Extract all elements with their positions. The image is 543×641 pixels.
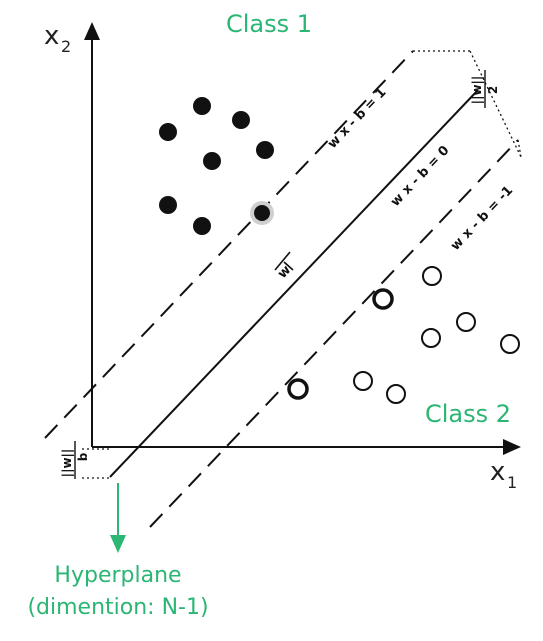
class1-point	[159, 123, 177, 141]
class2-support-vector	[287, 378, 309, 400]
margin-dotted-bottom	[517, 139, 522, 158]
class1-points	[159, 97, 274, 235]
margin-fraction-numerator: 2	[486, 86, 500, 94]
class1-point	[193, 97, 211, 115]
hyperplane-equation: w x - b = 0	[388, 143, 452, 210]
x-axis-label: x	[490, 457, 505, 487]
offset-fraction-denominator: ||w||	[60, 449, 74, 478]
class2-point	[421, 328, 441, 348]
upper-margin-line	[44, 50, 414, 439]
class1-support-vector	[254, 205, 270, 221]
class2-label: Class 2	[425, 400, 511, 428]
margin-fraction-denominator: ||w||	[470, 76, 484, 105]
hyperplane-caption-line1: Hyperplane	[54, 563, 181, 588]
class2-point	[500, 334, 520, 354]
lower-margin-line	[149, 139, 519, 528]
class1-point	[203, 152, 221, 170]
y-axis-label: x	[44, 21, 59, 51]
upper-margin-equation: w x - b = 1	[325, 85, 389, 152]
hyperplane-line	[109, 89, 479, 478]
class2-point	[386, 384, 406, 404]
class1-label: Class 1	[226, 10, 312, 38]
class2-support-vector	[372, 288, 394, 310]
margin-fraction: 2 ||w||	[470, 70, 500, 108]
class1-point	[232, 111, 250, 129]
offset-fraction: b ||w||	[60, 441, 90, 479]
class1-point	[159, 196, 177, 214]
lower-margin-equation: w x - b = -1	[448, 183, 516, 253]
x-axis-subscript: 1	[507, 473, 517, 492]
hyperplane-caption-line2: (dimention: N-1)	[27, 595, 208, 620]
offset-fraction-numerator: b	[76, 452, 90, 461]
class2-point	[353, 371, 373, 391]
normal-vector-arrow	[274, 251, 291, 271]
class2-points	[287, 266, 520, 404]
class2-point	[456, 312, 476, 332]
class2-point	[422, 266, 442, 286]
y-axis-subscript: 2	[61, 37, 71, 56]
class1-point	[193, 217, 211, 235]
normal-vector-tick	[283, 261, 294, 271]
class1-point	[256, 141, 274, 159]
